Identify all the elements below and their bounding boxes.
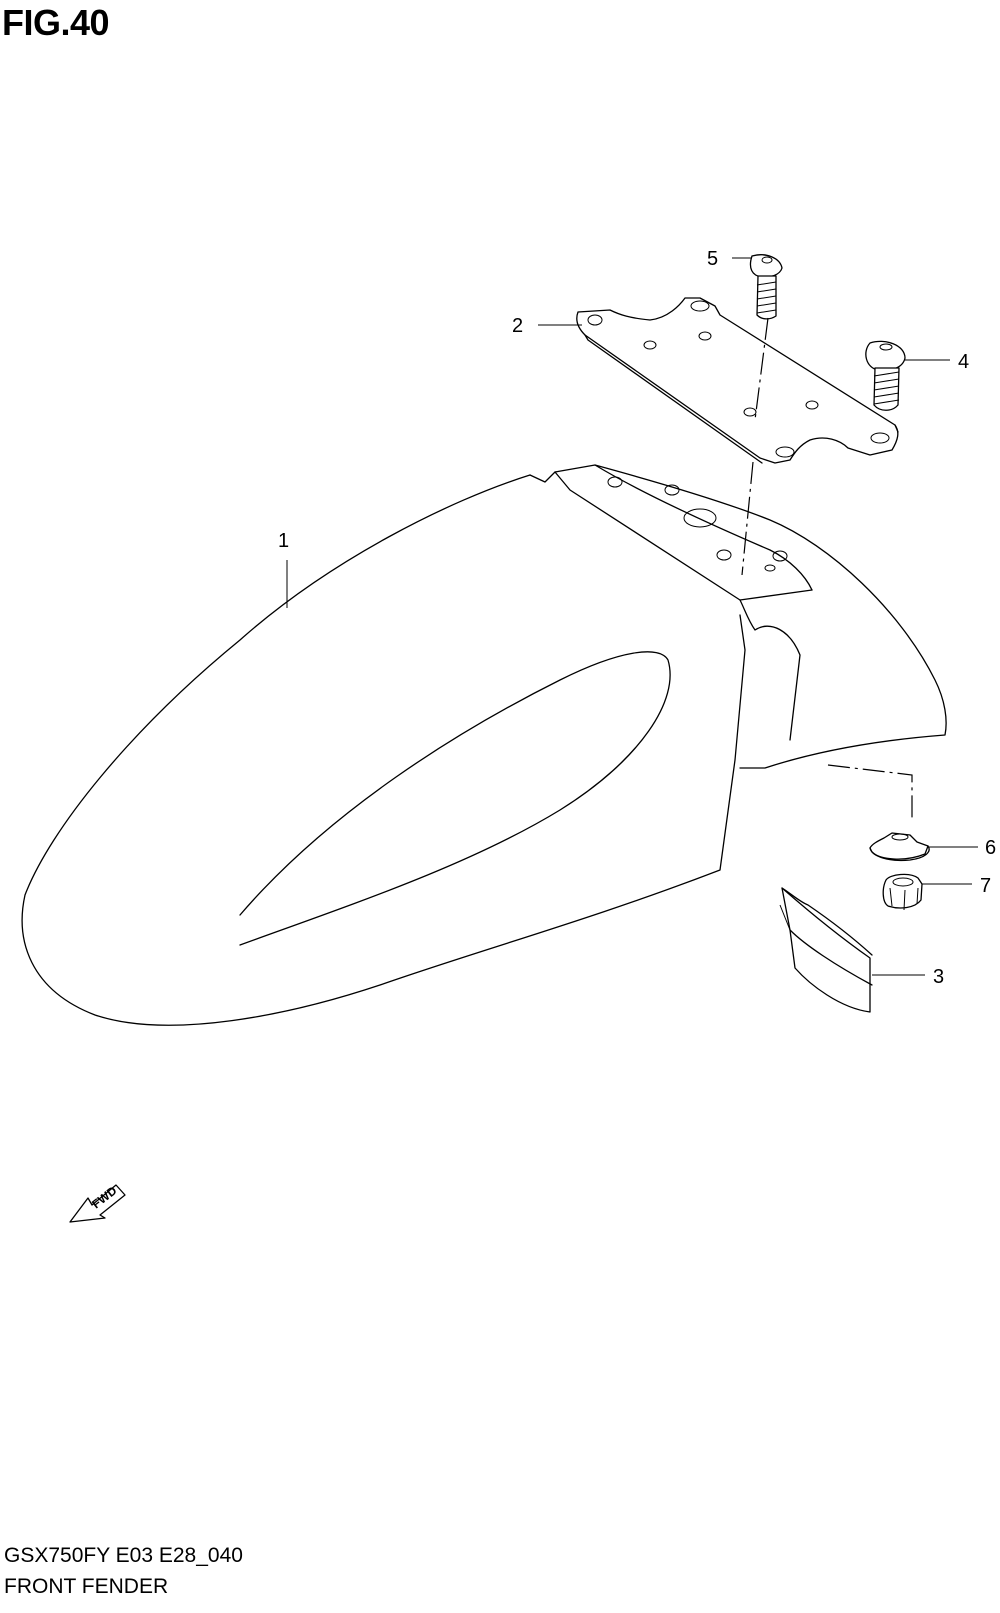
screw-part-5 [749,254,783,320]
mud-flap-part-3 [779,887,873,1013]
assembly-line-5 [754,317,769,421]
callout-5: 5 [707,248,718,270]
assembly-line-6 [827,764,913,820]
assembly-line-2 [741,461,754,576]
callout-4: 4 [958,351,969,373]
callout-3: 3 [933,966,944,988]
fender-brace-part [576,297,899,464]
callout-6: 6 [985,837,996,859]
callout-1: 1 [278,530,289,552]
figure-title: FIG.40 [2,2,110,43]
nut-part-7 [882,873,923,911]
screw-part-4 [865,340,906,411]
callout-2: 2 [512,315,523,337]
clip-nut-part-6 [869,832,930,862]
model-code: GSX750FY E03 E28_040 [4,1544,243,1567]
section-name: FRONT FENDER [4,1575,169,1598]
fwd-arrow-icon: FWD [69,1183,126,1223]
callout-7: 7 [980,875,991,897]
